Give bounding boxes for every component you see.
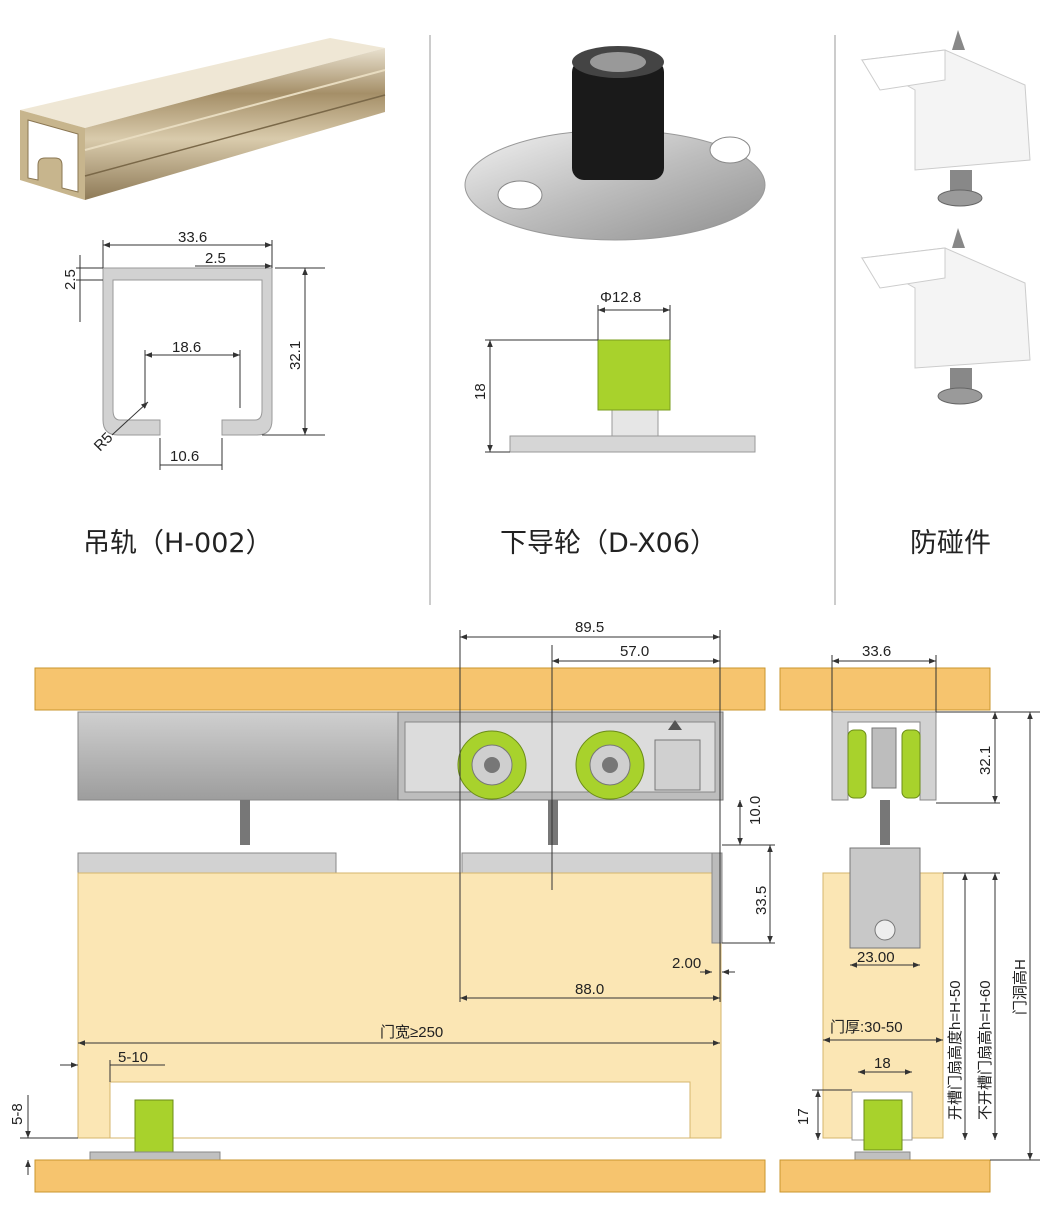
rail-top-wall-label: 2.5 <box>62 269 79 290</box>
guide-diameter-label: Φ12.8 <box>600 289 641 306</box>
side-rail-width-label: 33.6 <box>862 643 891 660</box>
rail-inner-label: 18.6 <box>172 339 201 356</box>
dim-clearance-label: 2.00 <box>672 955 701 972</box>
side-opening-height-label: 门洞高H <box>1012 959 1029 1015</box>
side-groove-label: 18 <box>874 1055 891 1072</box>
side-groove-height-label: 17 <box>795 1108 812 1125</box>
guide-wheel-drawing: Φ12.8 18 <box>472 289 756 453</box>
guide-wheel-photo <box>464 46 766 241</box>
dim-total-label: 89.5 <box>575 619 604 636</box>
guide-height-label: 18 <box>472 383 489 400</box>
rail-wall-label: 2.5 <box>205 250 226 267</box>
dim-bottom-inset-label: 5-10 <box>118 1049 148 1066</box>
rail-height-label: 32.1 <box>287 341 304 370</box>
dim-floor-gap-label: 5-8 <box>9 1103 26 1125</box>
stopper-photo-bottom <box>860 228 1031 405</box>
rail-opening-label: 10.6 <box>170 448 199 465</box>
dim-plate-label: 88.0 <box>575 981 604 998</box>
caption-guide-wheel: 下导轮（D-X06） <box>500 528 717 559</box>
dim-wheel-span-label: 57.0 <box>620 643 649 660</box>
rail-width-label: 33.6 <box>178 229 207 246</box>
stopper-photo-top <box>860 30 1031 207</box>
side-grooved-height-label: 开槽门扇高度h=H-50 <box>947 980 964 1120</box>
side-bracket-label: 23.00 <box>857 949 895 966</box>
dim-offset-label: 33.5 <box>753 886 770 915</box>
dim-gap-label: 10.0 <box>747 796 764 825</box>
rail-profile: 33.6 2.5 2.5 32.1 18.6 R5 10.6 <box>62 229 325 470</box>
side-ungrooved-height-label: 不开槽门扇高h=H-60 <box>977 980 994 1120</box>
side-rail-height-label: 32.1 <box>977 746 994 775</box>
dim-door-width-label: 门宽≥250 <box>380 1024 443 1041</box>
assembly-side-view: 33.6 32.1 23.00 门厚:30-50 18 17 开槽门扇高度h=H… <box>779 643 1040 1193</box>
caption-rail: 吊轨（H-002） <box>83 528 273 559</box>
rail-photo <box>20 38 386 200</box>
assembly-front-view: 89.5 57.0 10.0 33.5 2.00 88.0 门宽≥250 5-1… <box>9 619 775 1193</box>
caption-stopper: 防碰件 <box>910 528 991 559</box>
side-door-thickness-label: 门厚:30-50 <box>830 1019 903 1036</box>
